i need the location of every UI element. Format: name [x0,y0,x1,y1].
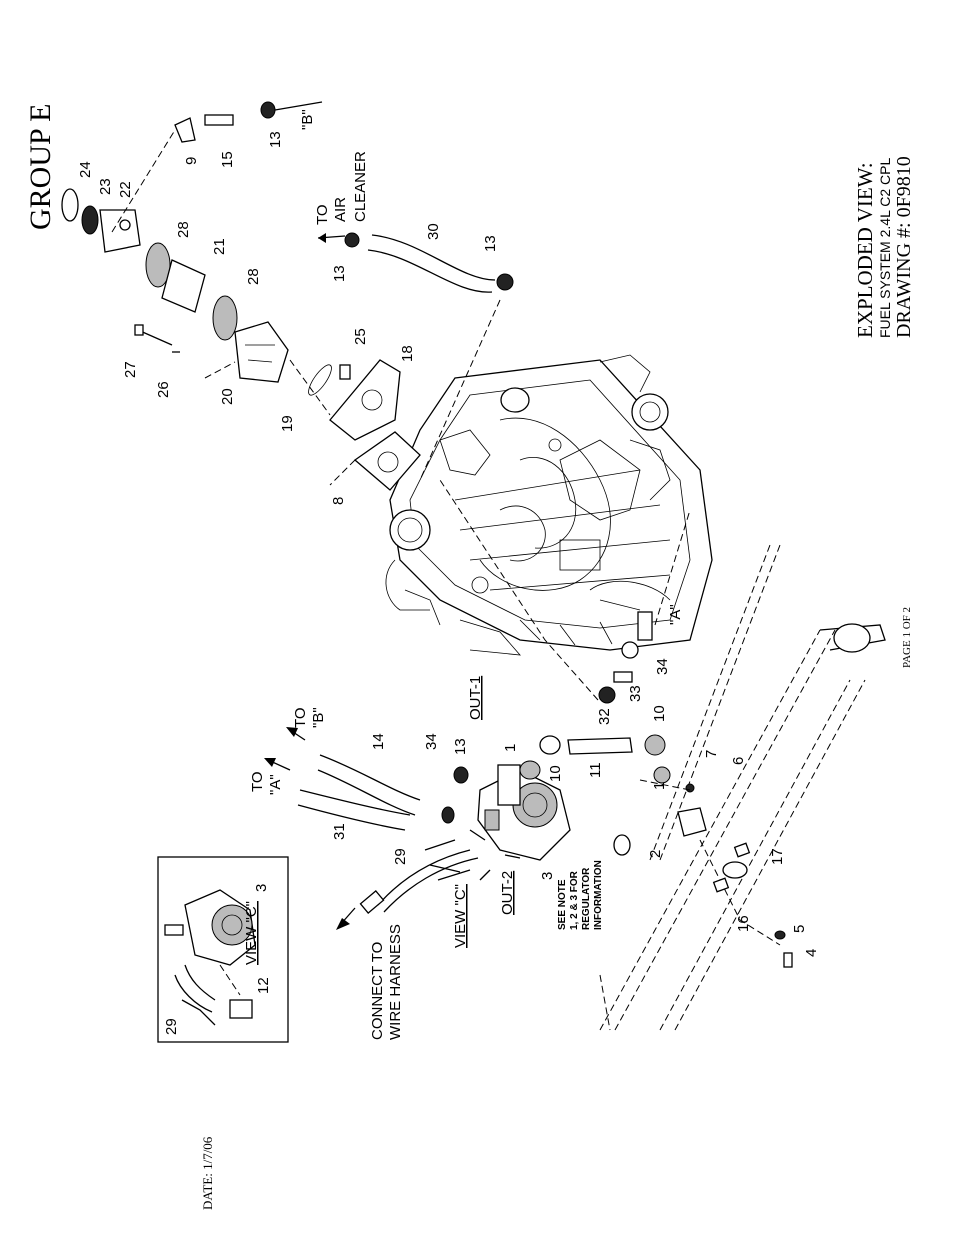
to-a-line1: TO [249,771,266,792]
callout-25: 25 [352,328,369,345]
text-labels: TO AIR CLEANER "B" "A" TO "A" TO "B" OUT… [243,109,684,1040]
to-b-line2: "B" [310,707,327,728]
callout-27: 27 [122,361,139,378]
callout-5: 5 [791,925,808,933]
callout-13c: 13 [482,235,499,252]
callout-24: 24 [77,161,94,178]
callout-1a: 1 [502,744,519,752]
note-line2: 1, 2 & 3 FOR [569,870,580,930]
page-number: PAGE 1 OF 2 [901,607,913,668]
callout-34b: 34 [654,658,671,675]
callout-4: 4 [803,949,820,957]
callout-numbers: 24 23 22 28 21 28 27 26 20 19 25 18 8 9 … [77,131,820,1035]
callout-9: 9 [183,157,200,165]
view-c-inset-label: VIEW "C" [243,901,260,965]
callout-13a: 13 [267,131,284,148]
callout-29-inset: 29 [163,1018,180,1035]
callout-20: 20 [219,388,236,405]
callout-17: 17 [769,848,786,865]
date-label: DATE: 1/7/06 [200,1136,215,1210]
connect-line1: CONNECT TO [369,942,386,1040]
callout-15: 15 [219,151,236,168]
air-intake-assembly [61,101,514,491]
callout-32: 32 [596,708,613,725]
callout-3: 3 [539,872,556,880]
drawing-number: DRAWING #: 0F9810 [893,156,915,338]
callout-10a: 10 [547,765,564,782]
callout-29: 29 [392,848,409,865]
callout-13b: 13 [331,265,348,282]
callout-13d: 13 [452,738,469,755]
ref-a-label: "A" [667,604,684,625]
callout-7: 7 [703,750,720,758]
callout-2: 2 [647,850,664,858]
callout-28b: 28 [245,268,262,285]
callout-18: 18 [399,345,416,362]
callout-8: 8 [330,497,347,505]
exploded-view-label: EXPLODED VIEW: [853,162,877,338]
callout-10b: 10 [651,705,668,722]
regulator-assembly [264,479,793,968]
callout-16: 16 [735,915,752,932]
callout-1b: 1 [651,782,668,790]
callout-33: 33 [627,685,644,702]
callout-28a: 28 [175,221,192,238]
callout-21: 21 [211,238,228,255]
callout-26: 26 [155,381,172,398]
callout-34a: 34 [423,733,440,750]
callout-6: 6 [730,757,747,765]
callout-23: 23 [97,178,114,195]
callout-19: 19 [279,415,296,432]
to-a-line2: "A" [267,774,284,795]
system-label: FUEL SYSTEM 2.4L C2 CPL [877,158,893,338]
callout-31: 31 [331,823,348,840]
callout-3-inset: 3 [253,884,270,892]
to-b-line1: TO [292,707,309,728]
note-line4: INFORMATION [593,860,604,930]
out-1-label: OUT-1 [467,676,484,720]
view-c-label: VIEW "C" [452,884,469,948]
view-c-inset [157,856,289,1043]
engine-block [385,354,713,656]
note-line3: REGULATOR [581,867,592,930]
note-line1: SEE NOTE [557,879,568,930]
to-air-cleaner-line1: TO [314,204,331,225]
out-2-label: OUT-2 [499,871,516,915]
to-air-cleaner-line3: CLEANER [352,151,369,222]
callout-22: 22 [117,181,134,198]
callout-12: 12 [255,977,272,994]
to-air-cleaner-line2: AIR [332,197,349,222]
callout-14: 14 [370,733,387,750]
frame-rail [599,544,886,1031]
callout-30: 30 [425,223,442,240]
ref-b-label: "B" [299,109,316,130]
connect-line2: WIRE HARNESS [387,924,404,1040]
group-title: GROUP E [24,104,57,230]
callout-11: 11 [587,762,604,778]
